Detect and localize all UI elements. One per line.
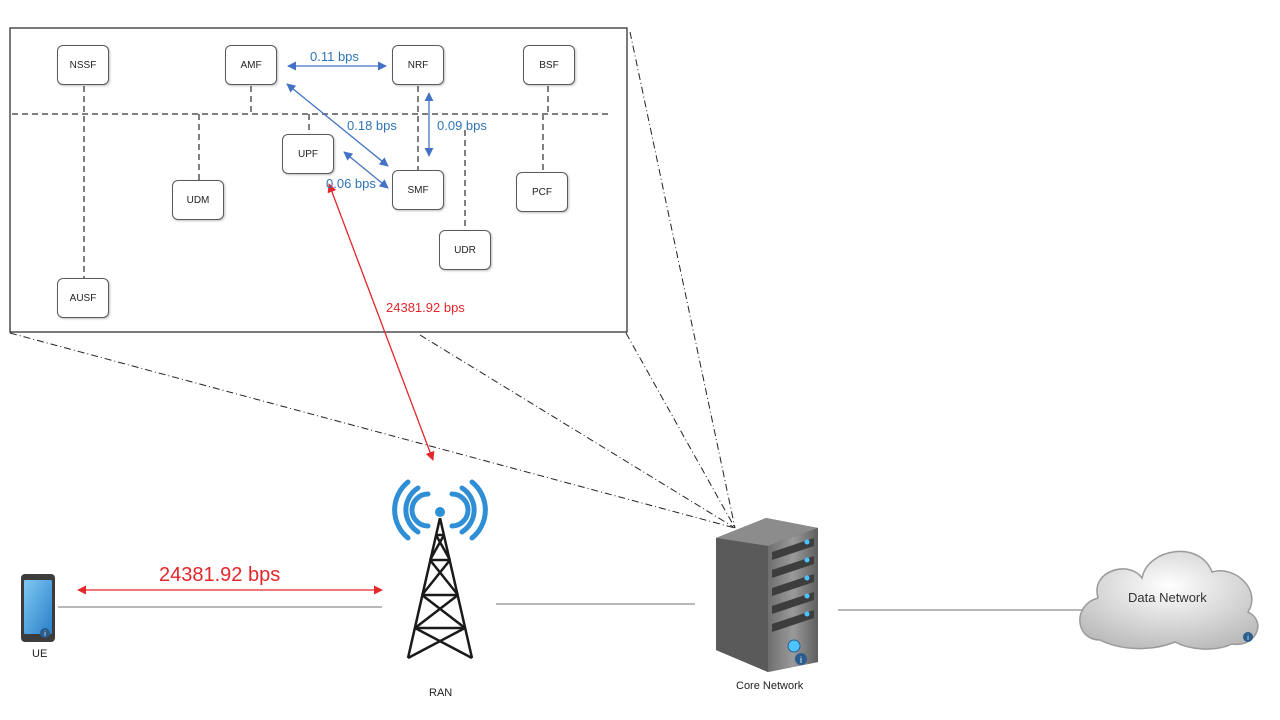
svg-text:i: i: [44, 631, 46, 638]
core-network-label: Core Network: [736, 680, 804, 692]
node-bsf[interactable]: BSF: [523, 45, 575, 85]
nrf-smf-rate: 0.09 bps: [437, 118, 487, 133]
physical-links: [58, 603, 1085, 611]
node-smf[interactable]: SMF: [392, 170, 444, 210]
upf-smf-rate: 0.06 bps: [326, 176, 376, 191]
data-network-label: Data Network: [1128, 590, 1207, 605]
node-udm[interactable]: UDM: [172, 180, 224, 220]
zoom-lines: [9, 31, 736, 529]
svg-text:i: i: [800, 655, 802, 665]
node-upf[interactable]: UPF: [282, 134, 334, 174]
node-pcf[interactable]: PCF: [516, 172, 568, 212]
node-nrf[interactable]: NRF: [392, 45, 444, 85]
upf-ran-arrow: [327, 183, 435, 461]
node-udr[interactable]: UDR: [439, 230, 491, 270]
svg-text:i: i: [1247, 635, 1249, 642]
amf-smf-rate: 0.18 bps: [347, 118, 397, 133]
upf-smf-arrow: [343, 151, 389, 189]
ue-label: UE: [32, 648, 48, 660]
antenna-tower-icon: [392, 479, 488, 660]
smartphone-icon: i: [21, 574, 55, 642]
ran-label: RAN: [429, 687, 453, 699]
ue-ran-rate: 24381.92 bps: [159, 564, 281, 586]
cloud-icon: i: [1079, 550, 1259, 650]
amf-nrf-rate: 0.11 bps: [310, 49, 359, 64]
node-amf[interactable]: AMF: [225, 45, 277, 85]
upf-ran-rate: 24381.92 bps: [386, 300, 465, 315]
node-ausf[interactable]: AUSF: [57, 278, 109, 318]
node-nssf[interactable]: NSSF: [57, 45, 109, 85]
server-icon: i: [716, 518, 818, 672]
